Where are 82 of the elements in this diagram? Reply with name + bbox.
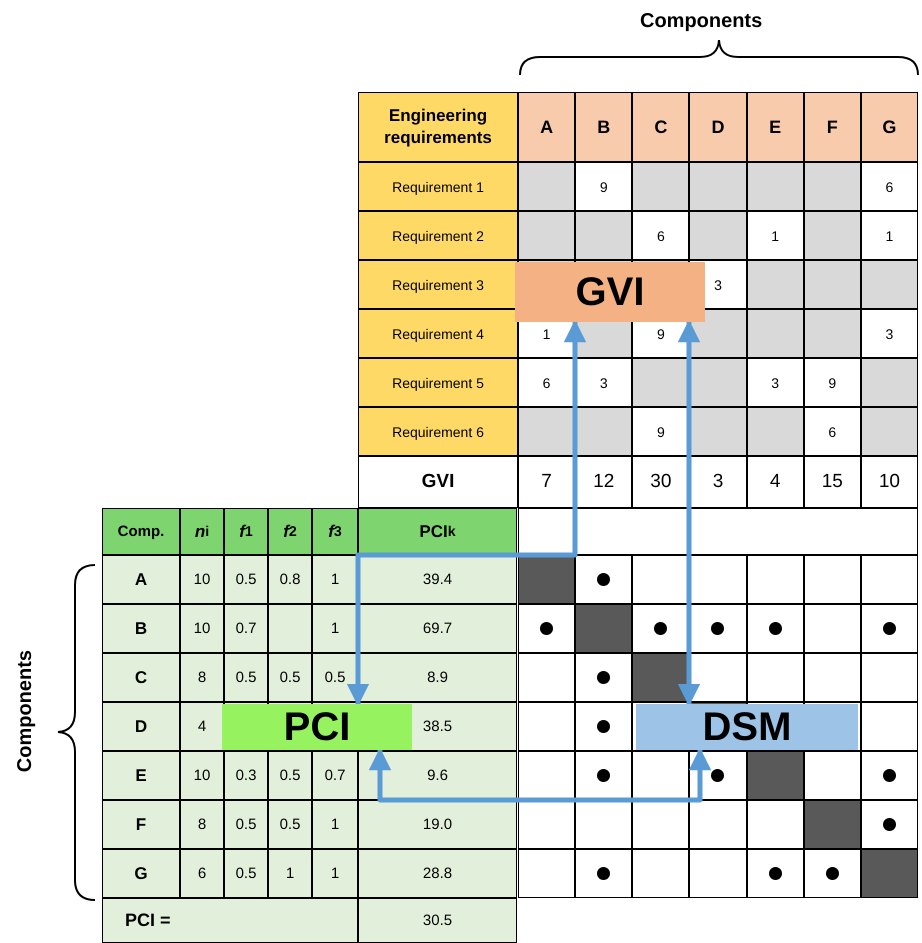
- row-header: B: [102, 604, 180, 653]
- table-cell: 9: [632, 407, 690, 456]
- table-cell: 1: [268, 849, 312, 898]
- row-header: Requirement 6: [358, 407, 518, 456]
- curved-arrow: [346, 320, 586, 706]
- table-cell: 0.5: [224, 653, 268, 702]
- table-cell: 6: [860, 162, 918, 211]
- table-cell: 28.8: [358, 849, 517, 898]
- column-header: C: [632, 92, 690, 162]
- row-header: C: [102, 653, 180, 702]
- row-header: Requirement 5: [358, 358, 518, 407]
- column-header: D: [689, 92, 747, 162]
- row-header: F: [102, 800, 180, 849]
- table-cell: 3: [746, 358, 804, 407]
- axis-label: Components: [14, 650, 37, 772]
- column-header: A: [518, 92, 576, 162]
- table-cell: 3: [860, 309, 918, 358]
- table-cell: 6: [180, 849, 224, 898]
- column-header: B: [575, 92, 632, 162]
- table-cell: 1: [312, 604, 358, 653]
- row-header: Requirement 3: [358, 260, 518, 309]
- table-cell: 1: [312, 800, 358, 849]
- table-cell: 0.5: [268, 751, 312, 800]
- column-header: Comp.: [102, 508, 180, 555]
- table-cell: 8: [180, 800, 224, 849]
- table-cell: 0.8: [268, 555, 312, 604]
- axis-label: Components: [640, 10, 762, 33]
- column-header: G: [860, 92, 918, 162]
- table-cell: 0.3: [224, 751, 268, 800]
- table-cell: 4: [746, 456, 804, 508]
- column-header: E: [746, 92, 804, 162]
- table-cell: 6: [518, 358, 576, 407]
- table-cell: 30: [632, 456, 690, 508]
- curved-arrow: [678, 320, 700, 706]
- table-cell: 69.7: [358, 604, 517, 653]
- table-cell: 1: [312, 849, 358, 898]
- row-header: GVI: [358, 456, 518, 508]
- table-cell: 3: [575, 358, 632, 407]
- table-cell: 9: [804, 358, 861, 407]
- table-cell: 0.5: [224, 849, 268, 898]
- table-cell: 9: [575, 162, 632, 211]
- table-cell: 3: [689, 456, 747, 508]
- table-cell: 0.7: [224, 604, 268, 653]
- table-cell: 1: [746, 211, 804, 260]
- row-header: D: [102, 702, 180, 751]
- table-cell: 10: [180, 751, 224, 800]
- label-box: GVI: [515, 262, 705, 322]
- table-cell: 10: [860, 456, 918, 508]
- table-cell: 0.5: [268, 653, 312, 702]
- curved-arrow: [368, 748, 712, 802]
- label-box: PCI: [222, 704, 412, 750]
- table-cell: 10: [180, 604, 224, 653]
- table-cell: 30.5: [358, 898, 517, 943]
- table-cell: 1: [312, 555, 358, 604]
- row-header: Requirement 4: [358, 309, 518, 358]
- row-header: Requirement 2: [358, 211, 518, 260]
- row-header: E: [102, 751, 180, 800]
- total-label: PCI =: [102, 898, 358, 943]
- row-header: G: [102, 849, 180, 898]
- row-header: Requirement 1: [358, 162, 518, 211]
- table-cell: 8.9: [358, 653, 517, 702]
- table-cell: 6: [804, 407, 861, 456]
- table-cell: 8: [180, 653, 224, 702]
- table-cell: 4: [180, 702, 224, 751]
- table-cell: 0.7: [312, 751, 358, 800]
- table-cell: 10: [180, 555, 224, 604]
- label-box: DSM: [636, 704, 858, 750]
- table-cell: 9.6: [358, 751, 517, 800]
- table-cell: 1: [860, 211, 918, 260]
- table-cell: 6: [632, 211, 690, 260]
- table-cell: 12: [575, 456, 632, 508]
- table-cell: 19.0: [358, 800, 517, 849]
- table-cell: 0.5: [268, 800, 312, 849]
- column-header: Engineering requirements: [358, 92, 518, 162]
- table-cell: 0.5: [224, 800, 268, 849]
- table-cell: 39.4: [358, 555, 517, 604]
- column-header: F: [804, 92, 861, 162]
- row-header: A: [102, 555, 180, 604]
- table-cell: 15: [804, 456, 861, 508]
- table-cell: 0.5: [312, 653, 358, 702]
- table-cell: 7: [518, 456, 576, 508]
- table-cell: 0.5: [224, 555, 268, 604]
